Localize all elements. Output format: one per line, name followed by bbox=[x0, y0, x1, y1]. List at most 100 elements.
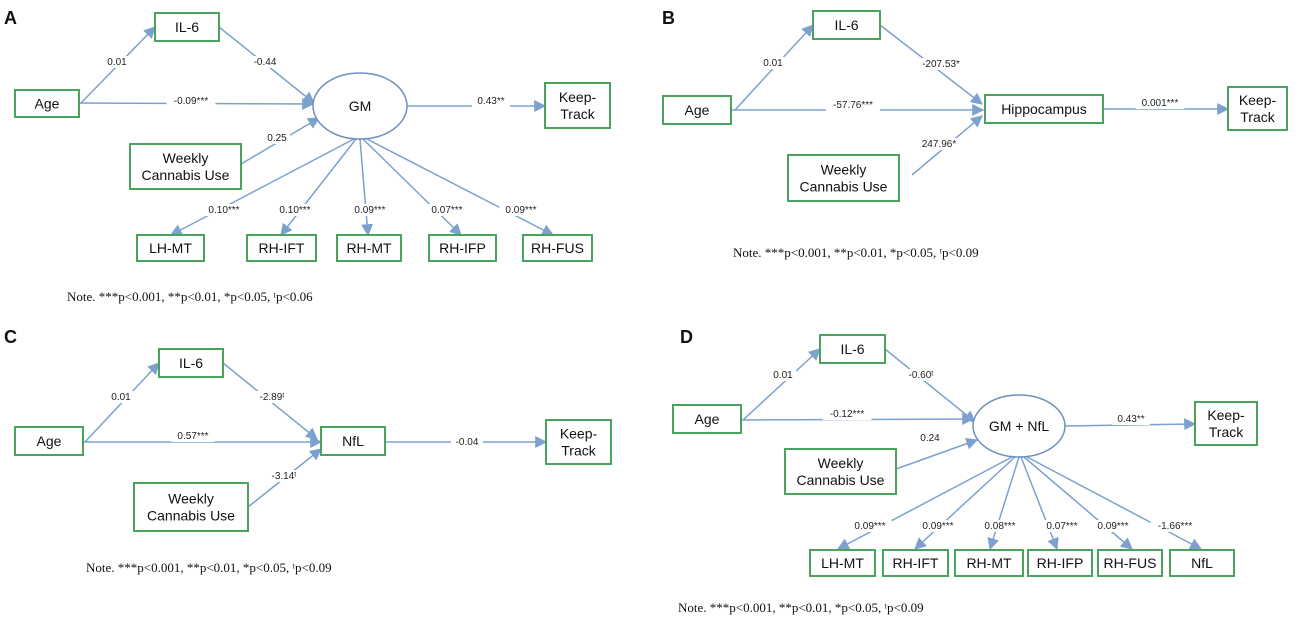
panel-d-node-label-rhmt: RH-MT bbox=[966, 555, 1012, 571]
panel-d-node-label-kt: Keep-Track bbox=[1207, 407, 1245, 440]
panel-d-coefficient-il6-gmnfl: -0.60ᵗ bbox=[909, 370, 934, 381]
panel-d-node-rhifp bbox=[1027, 549, 1093, 577]
panel-b-node-il6 bbox=[812, 10, 881, 40]
panel-d-node-rhift bbox=[882, 549, 949, 577]
panel-d-coefficient-age-gmnfl: -0.12*** bbox=[830, 409, 865, 420]
panel-b-node-hip bbox=[984, 94, 1104, 124]
panel-c-node-nfl bbox=[320, 426, 386, 456]
panel-a-edge-label-bg bbox=[166, 95, 216, 107]
panel-b-edge-label-bg bbox=[759, 57, 787, 69]
panel-a-edge-gm-to-rhifp bbox=[362, 138, 462, 236]
panel-d-letter: D bbox=[680, 327, 693, 347]
panel-c-node-age bbox=[14, 426, 84, 456]
panel-c-node-label-age: Age bbox=[37, 433, 62, 449]
panel-d-edge-label-bg bbox=[978, 520, 1022, 532]
panel-d-node-lhmt bbox=[809, 549, 876, 577]
panel-b-edge-label-bg bbox=[917, 138, 961, 150]
panel-d-edge-label-bg bbox=[1150, 520, 1200, 532]
panel-c-edge-label-bg bbox=[451, 436, 483, 448]
panel-d-node-gmnfl bbox=[972, 394, 1066, 458]
panel-d-node-label-il6: IL-6 bbox=[840, 341, 864, 357]
panel-d-note: Note. ***p<0.001, **p<0.01, *p<0.05, ᵗp<… bbox=[678, 600, 924, 615]
panel-a-edge-label-bg bbox=[499, 204, 543, 216]
panel-b-coefficient-hip-kt: 0.001*** bbox=[1142, 98, 1179, 109]
panel-a-node-label-kt: Keep-Track bbox=[559, 89, 597, 122]
panel-d-edge-age-to-il6 bbox=[742, 348, 821, 421]
panel-a-edge-label-bg bbox=[472, 95, 510, 107]
panel-d-edge-label-bg bbox=[1091, 520, 1135, 532]
panel-c-node-kt bbox=[545, 419, 612, 465]
panel-b-edge-label-bg bbox=[916, 58, 966, 70]
panel-a-coefficient-gm-rhfus: 0.09*** bbox=[505, 205, 536, 216]
panel-a-coefficient-gm-kt: 0.43** bbox=[477, 96, 504, 107]
panel-a-node-lhmt bbox=[136, 234, 205, 262]
panel-a-edge-label-bg bbox=[103, 56, 131, 68]
panel-b-node-label-il6: IL-6 bbox=[834, 17, 858, 33]
panel-d-coefficient-gmnfl-rhift: 0.09*** bbox=[922, 521, 953, 532]
panel-a-coefficient-age-il6: 0.01 bbox=[107, 57, 127, 68]
panel-a-node-rhift bbox=[246, 234, 317, 262]
panel-c-coefficient-age-nfl: 0.57*** bbox=[177, 431, 208, 442]
panel-a-edge-label-bg bbox=[425, 204, 469, 216]
panel-a-node-rhfus bbox=[522, 234, 593, 262]
panel-a-node-label-rhmt: RH-MT bbox=[346, 240, 392, 256]
panel-a-coefficient-wcu-gm: 0.25 bbox=[267, 133, 287, 144]
panel-c-edge-label-bg bbox=[253, 391, 291, 403]
panel-a-note: Note. ***p<0.001, **p<0.01, *p<0.05, ᵗp<… bbox=[67, 289, 313, 304]
panel-d-node-age bbox=[672, 404, 742, 434]
panel-b-node-label-kt: Keep-Track bbox=[1239, 92, 1277, 125]
panel-c-coefficient-age-il6: 0.01 bbox=[111, 392, 131, 403]
panel-d-edge-gmnfl-to-nflb bbox=[1026, 456, 1203, 550]
panel-a-coefficient-gm-rhifp: 0.07*** bbox=[431, 205, 462, 216]
panel-a-node-rhmt bbox=[336, 234, 402, 262]
panel-c-node-label-il6: IL-6 bbox=[179, 355, 203, 371]
panel-d-coefficient-age-il6: 0.01 bbox=[773, 370, 793, 381]
panel-b-coefficient-age-hip: -57.76*** bbox=[833, 100, 873, 111]
panel-a-node-gm bbox=[312, 72, 408, 140]
panel-a-node-age bbox=[14, 89, 80, 118]
panel-d-node-label-rhift: RH-IFT bbox=[893, 555, 939, 571]
panel-a-node-label-il6: IL-6 bbox=[175, 19, 199, 35]
panel-a-edge-label-bg bbox=[273, 204, 317, 216]
panel-d-edge-label-bg bbox=[902, 369, 940, 381]
panel-d-node-rhmt bbox=[954, 549, 1024, 577]
panel-a-node-label-lhmt: LH-MT bbox=[149, 240, 192, 256]
panel-c-coefficient-wcu-nfl: -3.14ᵗ bbox=[272, 471, 297, 482]
panel-d-node-label-rhifp: RH-IFP bbox=[1037, 555, 1084, 571]
panel-d-node-kt bbox=[1194, 401, 1258, 446]
panel-c-note: Note. ***p<0.001, **p<0.01, *p<0.05, ᵗp<… bbox=[86, 560, 332, 575]
panel-a-edge-gm-to-rhfus bbox=[366, 138, 555, 236]
panel-a-coefficient-gm-rhmt: 0.09*** bbox=[354, 205, 385, 216]
panel-a-edge-gm-to-lhmt bbox=[169, 138, 355, 236]
panel-b-edge-label-bg bbox=[825, 99, 881, 111]
panel-d-node-wcu bbox=[784, 448, 897, 495]
panel-c-edge-label-bg bbox=[171, 430, 215, 442]
panel-d-node-label-lhmt: LH-MT bbox=[821, 555, 864, 571]
panel-a-coefficient-il6-gm: -0.44 bbox=[254, 57, 277, 68]
panel-a-node-il6 bbox=[154, 12, 220, 42]
panel-d-edge-gmnfl-to-rhifp bbox=[1020, 456, 1059, 551]
panel-b-note: Note. ***p<0.001, **p<0.01, *p<0.05, ᵗp<… bbox=[733, 245, 979, 260]
panel-d-node-rhfus bbox=[1097, 549, 1163, 577]
panel-b-node-label-hip: Hippocampus bbox=[1001, 101, 1087, 117]
panel-b-node-label-age: Age bbox=[685, 102, 710, 118]
panel-c-edge-label-bg bbox=[265, 470, 303, 482]
panel-c-node-wcu bbox=[133, 482, 249, 532]
panel-b-node-kt bbox=[1227, 86, 1288, 131]
panel-b-coefficient-wcu-hip: 247.96* bbox=[922, 139, 957, 150]
panel-a-coefficient-gm-lhmt: 0.10*** bbox=[208, 205, 239, 216]
panel-d-node-label-age: Age bbox=[695, 411, 720, 427]
panel-a-node-rhifp bbox=[428, 234, 497, 262]
panel-d-coefficient-gmnfl-nflb: -1.66*** bbox=[1158, 521, 1193, 532]
panel-a-node-kt bbox=[544, 82, 611, 129]
panel-d-edge-label-bg bbox=[916, 432, 944, 444]
panel-d-node-il6 bbox=[819, 334, 886, 364]
panel-d-coefficient-gmnfl-rhmt: 0.08*** bbox=[984, 521, 1015, 532]
panel-c-node-label-kt: Keep-Track bbox=[560, 426, 598, 459]
panel-d-edge-label-bg bbox=[848, 520, 892, 532]
panel-a-node-label-gm: GM bbox=[349, 98, 372, 114]
panel-c-coefficient-il6-nfl: -2.89ᵗ bbox=[260, 392, 285, 403]
